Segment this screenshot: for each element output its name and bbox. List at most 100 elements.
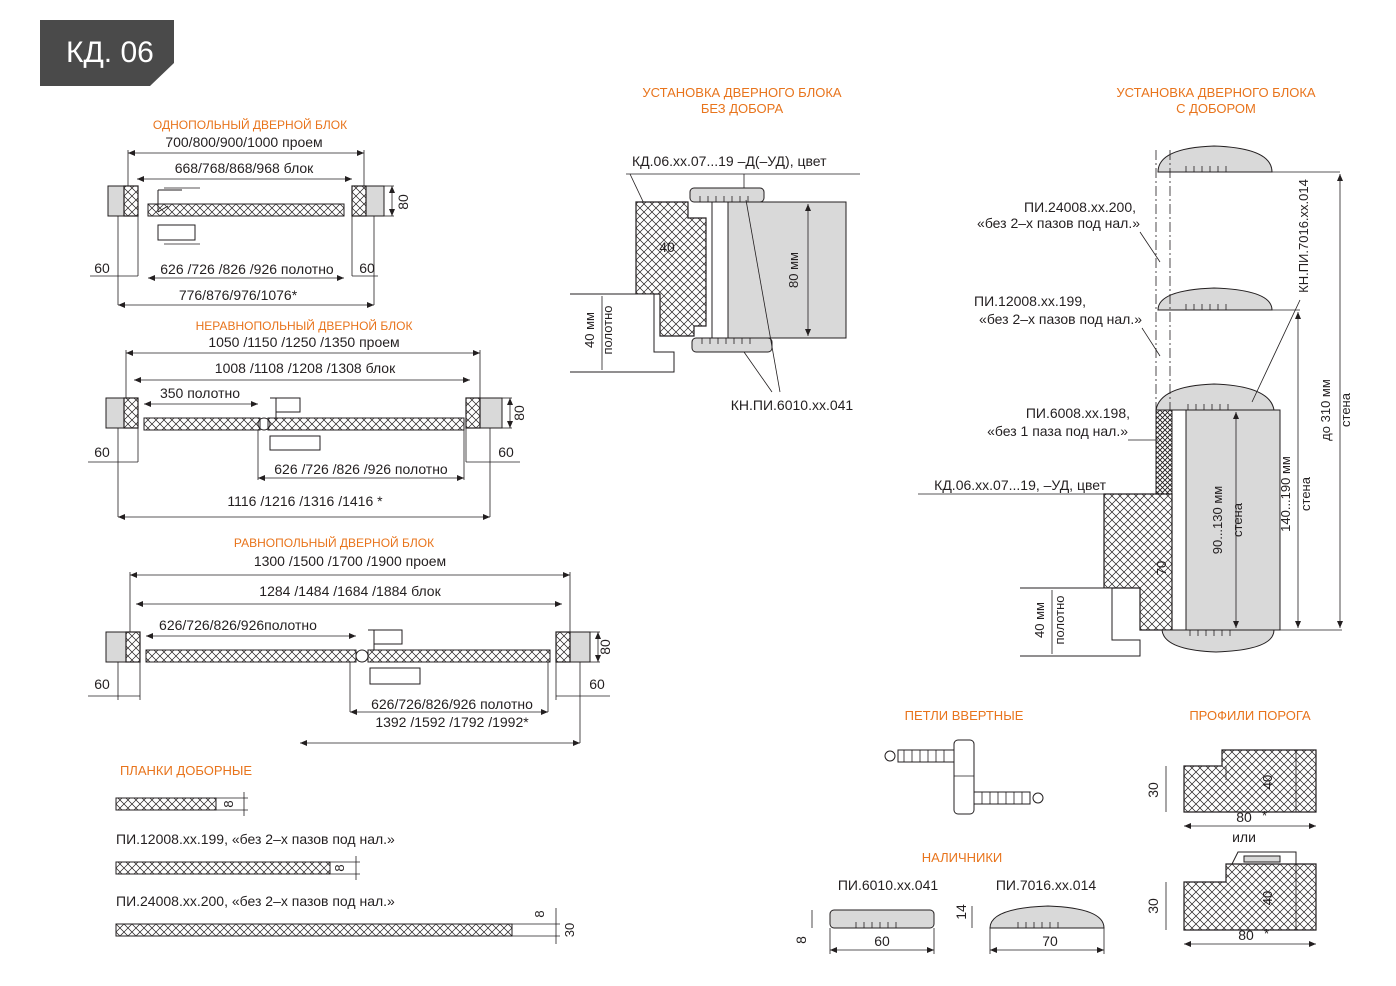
casing-profile-60 [829, 909, 935, 929]
casing2-width: 70 [1042, 933, 1058, 949]
unequal-small-leaf-dim: 350 полотно [160, 385, 240, 401]
equal-left-gap: 60 [94, 676, 110, 692]
single-leaf-thickness: 80 [395, 194, 411, 210]
door-handle-icon [270, 397, 301, 420]
frame-callout-label: КД.06.xx.07...19 –Д(–УД), цвет [632, 153, 827, 169]
unequal-leaf-title: НЕРАВНОПОЛЬНЫЙ ДВЕРНОЙ БЛОК [196, 318, 413, 333]
hinge-screw-lower [973, 791, 1031, 805]
hinge-screw-upper [897, 749, 955, 763]
casing-profile-70 [989, 905, 1105, 929]
casing1-height: 8 [793, 936, 809, 944]
door-leaf-left [145, 649, 357, 663]
threshold1-width: 80 [1236, 809, 1252, 825]
threshold1-height: 30 [1145, 782, 1161, 798]
frame-dim-70: 70 [1154, 561, 1169, 575]
install-with-extension-section: УСТАНОВКА ДВЕРНОГО БЛОКА С ДОБОРОМ ПИ.24… [918, 85, 1353, 657]
casing-bottom [1161, 629, 1275, 653]
extension-strip-240 [115, 923, 513, 937]
strip1-dim: 8 [221, 800, 236, 807]
single-leaf-title: ОДНОПОЛЬНЫЙ ДВЕРНОЙ БЛОК [153, 117, 347, 132]
wall-dim-80: 80 мм [786, 252, 801, 288]
install-no-ext-title-2: БЕЗ ДОБОРА [701, 101, 784, 116]
equal-leaf-title: РАВНОПОЛЬНЫЙ ДВЕРНОЙ БЛОК [234, 535, 434, 550]
single-leaf-right-gap: 60 [359, 260, 375, 276]
trim-ext-label: КН.ПИ.7016.xx.014 [1296, 179, 1311, 293]
install-no-ext-title-1: УСТАНОВКА ДВЕРНОГО БЛОКА [642, 85, 842, 100]
ext200-label-1: ПИ.24008.xx.200, [1024, 199, 1136, 215]
casing-top [689, 187, 765, 203]
wall-190-label: стена [1298, 476, 1313, 511]
door-leaf [147, 203, 345, 217]
casing2-label: ПИ.7016.xx.014 [996, 877, 1097, 893]
unequal-leaf-block-section: НЕРАВНОПОЛЬНЫЙ ДВЕРНОЙ БЛОК 1050 /1150 /… [88, 318, 527, 520]
casing1-label: ПИ.6010.xx.041 [838, 877, 939, 893]
install-without-extension-section: УСТАНОВКА ДВЕРНОГО БЛОКА БЕЗ ДОБОРА КД.0… [570, 85, 860, 413]
strip2-dim: 8 [332, 864, 347, 871]
threshold2-width: 80 [1238, 927, 1254, 943]
wall-190-dim: 140...190 мм [1278, 456, 1293, 532]
unequal-leaf-opening-dim: 1050 /1150 /1250 /1350 проем [208, 334, 399, 350]
single-leaf-leaf-dim: 626 /726 /826 /926 полотно [160, 261, 334, 277]
leaf-ext-40mm: 40 мм [1032, 602, 1047, 638]
threshold1-star: * [1262, 808, 1267, 823]
wall-130-label: стена [1230, 502, 1245, 537]
casing-bottom [691, 337, 773, 353]
wall-section [727, 201, 847, 339]
unequal-leaf-block-dim: 1008 /1108 /1208 /1308 блок [215, 360, 396, 376]
casing-top-1 [1157, 145, 1273, 173]
wall-310-dim: до 310 мм [1318, 379, 1333, 441]
ext198-label-1: ПИ.6008.xx.198, [1026, 405, 1130, 421]
equal-right-gap: 60 [589, 676, 605, 692]
single-leaf-block-section: ОДНОПОЛЬНЫЙ ДВЕРНОЙ БЛОК 700/800/900/100… [90, 117, 411, 308]
sheet-code: КД. 06 [66, 36, 154, 69]
equal-leaf-block-section: РАВНОПОЛЬНЫЙ ДВЕРНОЙ БЛОК 1300 /1500 /17… [88, 535, 613, 746]
door-leaf-wall [1020, 587, 1141, 657]
threshold-or: или [1232, 829, 1256, 845]
unequal-left-gap: 60 [94, 444, 110, 460]
wall-310-label: стена [1338, 392, 1353, 427]
extension-strips-section: ПЛАНКИ ДОБОРНЫЕ 8 ПИ.12008.xx.199, «без … [115, 763, 577, 944]
ext200-label-2: «без 2–х пазов под нал.» [977, 215, 1140, 231]
casing-top-2 [1157, 287, 1273, 311]
door-handle-icon [368, 629, 403, 650]
single-leaf-left-gap: 60 [94, 260, 110, 276]
ext198-label-2: «без 1 паза под нал.» [987, 423, 1128, 439]
frame-dim-40: 40 [659, 239, 675, 255]
single-leaf-block-dim: 668/768/868/968 блок [175, 160, 314, 176]
threshold-profile-2 [1183, 863, 1317, 931]
door-leaf-small [143, 417, 261, 431]
equal-leaf-opening-dim: 1300 /1500 /1700 /1900 проем [254, 553, 446, 569]
trim-callout-label: КН.ПИ.6010.xx.041 [731, 397, 854, 413]
wall-130-dim: 90...130 мм [1210, 486, 1225, 555]
equal-right-leaf-dim: 626/726/826/926 полотно [371, 696, 533, 712]
frame-ext-label: КД.06.xx.07...19, –УД, цвет [934, 477, 1106, 493]
extension-strips-title: ПЛАНКИ ДОБОРНЫЕ [120, 763, 252, 778]
single-leaf-opening-dim: 700/800/900/1000 проем [165, 134, 322, 150]
threshold-section: ПРОФИЛИ ПОРОГА 30 40 80 * или 30 40 80 * [1145, 708, 1317, 947]
ext199-label-1: ПИ.12008.xx.199, [974, 293, 1086, 309]
door-handle-icon [157, 224, 196, 241]
leaf-40mm: 40 мм [582, 312, 597, 348]
door-leaf-wall [570, 293, 675, 373]
unequal-overall-dim: 1116 /1216 /1316 /1416 * [227, 493, 383, 509]
hinge-body-icon [953, 739, 975, 815]
strip2-label: ПИ.12008.xx.199, «без 2–х пазов под нал.… [116, 831, 395, 847]
casings-title: НАЛИЧНИКИ [922, 850, 1003, 865]
threshold2-height: 30 [1145, 898, 1161, 914]
threshold-title: ПРОФИЛИ ПОРОГА [1189, 708, 1311, 723]
equal-overall-dim: 1392 /1592 /1792 /1992* [375, 714, 529, 730]
hinges-title: ПЕТЛИ ВВЕРТНЫЕ [905, 708, 1024, 723]
casings-section: НАЛИЧНИКИ ПИ.6010.xx.041 60 8 ПИ.7016.xx… [793, 850, 1105, 954]
unequal-right-gap: 60 [498, 444, 514, 460]
single-leaf-overall-dim: 776/876/976/1076* [179, 287, 298, 303]
header-tab: КД. 06 [40, 20, 174, 86]
header-tab-shape [40, 20, 174, 86]
strip3-label: ПИ.24008.xx.200, «без 2–х пазов под нал.… [116, 893, 395, 909]
hinges-section: ПЕТЛИ ВВЕРТНЫЕ [884, 708, 1044, 815]
extension-strip-120 [115, 861, 331, 875]
install-ext-title-2: С ДОБОРОМ [1176, 101, 1256, 116]
extension-strip-60 [115, 797, 217, 811]
casing1-width: 60 [874, 933, 890, 949]
ext199-label-2: «без 2–х пазов под нал.» [979, 311, 1142, 327]
